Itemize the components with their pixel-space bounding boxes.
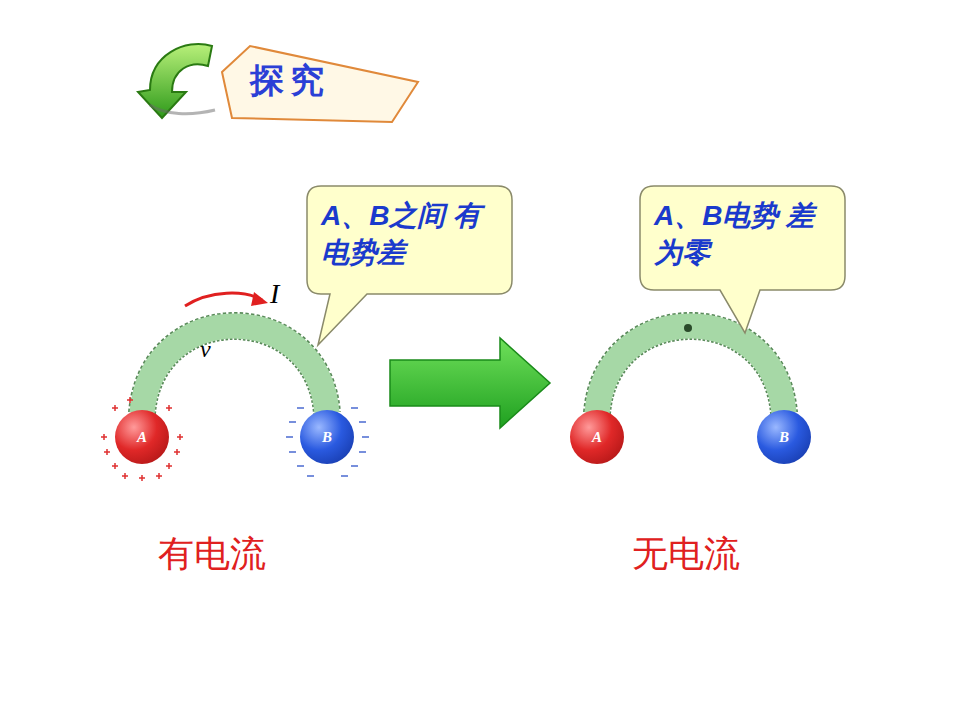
banner-icon <box>138 44 212 118</box>
callout-bubble: A、B之间 有电势差 <box>307 186 512 294</box>
velocity-symbol: v <box>200 336 211 363</box>
charged-sphere: B <box>757 410 811 464</box>
current-symbol: I <box>270 278 279 310</box>
state-caption: 无电流 <box>632 530 740 579</box>
positive-charges <box>101 397 183 481</box>
callout-text: A、B之间 有电势差 <box>321 198 498 272</box>
title: 探究 <box>250 58 330 104</box>
conductor-arc <box>142 326 327 413</box>
callout-bubble: A、B电势 差为零 <box>640 186 845 290</box>
sphere-label: A <box>137 429 147 446</box>
current-arrowhead <box>251 292 268 306</box>
title-banner <box>222 46 418 122</box>
sphere-label: B <box>322 429 332 446</box>
negative-charges <box>286 408 369 476</box>
conductor-arc <box>597 326 784 413</box>
current-arrow <box>185 293 262 306</box>
state-caption: 有电流 <box>158 530 266 579</box>
charged-sphere: A <box>570 410 624 464</box>
charged-sphere: A <box>115 410 169 464</box>
sphere-label: B <box>779 429 789 446</box>
sphere-label: A <box>592 429 602 446</box>
charged-sphere: B <box>300 410 354 464</box>
icon-shadow <box>150 105 215 114</box>
transition-arrow <box>390 338 550 428</box>
charge-dot <box>684 324 692 332</box>
callout-text: A、B电势 差为零 <box>654 198 831 272</box>
